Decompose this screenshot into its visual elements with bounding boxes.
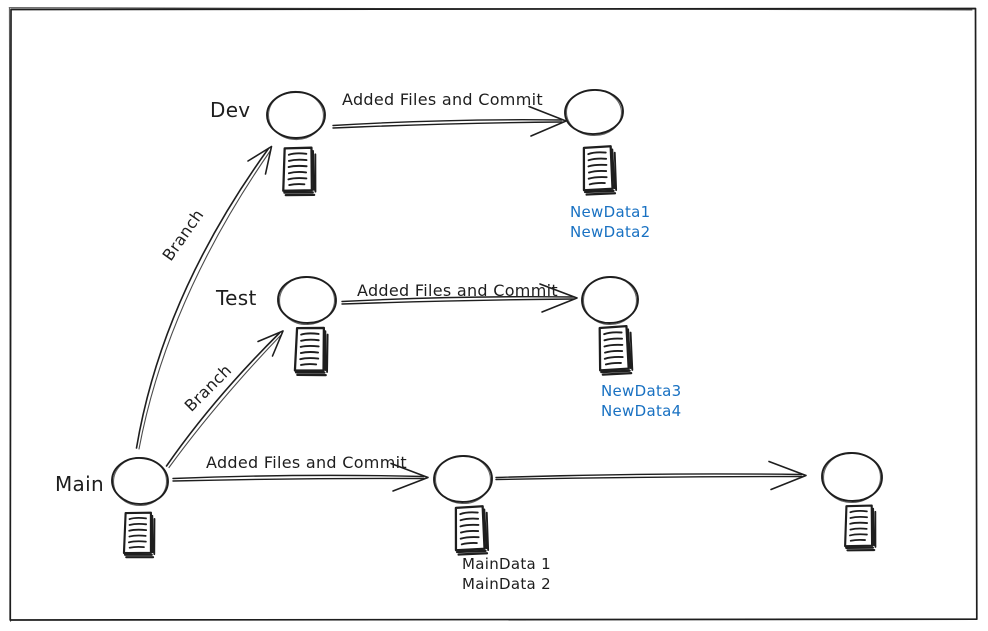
commit-edge-label-test: Added Files and Commit [357,281,558,300]
commit-arrow-test [341,283,578,313]
canvas-border [8,7,978,622]
data-file-line: NewData2 [570,223,651,241]
commit-node-dev-1 [266,90,326,141]
commit-node-main-2 [433,454,493,505]
commit-edge-label-dev: Added Files and Commit [342,90,543,109]
data-files-label-main: MainData 1 MainData 2 [462,554,551,594]
commit-arrow-main-1 [172,462,429,492]
data-file-line: MainData 1 [462,555,551,573]
commit-arrow-dev [332,105,567,137]
branch-name-test: Test [216,286,257,310]
branch-arrow-main-to-dev [135,145,273,450]
branch-name-dev: Dev [210,98,251,122]
commit-node-test-2 [581,275,639,326]
files-icon [122,510,157,560]
data-file-line: NewData1 [570,203,651,221]
data-file-line: NewData3 [601,382,682,400]
branch-arrow-main-to-test [165,330,284,469]
branch-name-main: Main [55,472,104,496]
commit-node-dev-2 [564,88,624,137]
commit-node-main-3 [821,451,883,504]
commit-arrow-main-2 [495,460,807,491]
files-icon [843,503,878,552]
files-icon [293,325,330,378]
data-files-label-test: NewData3 NewData4 [601,381,681,421]
data-files-label-dev: NewData1 NewData2 [570,202,650,242]
data-file-line: NewData4 [601,402,682,420]
commit-node-main-1 [111,456,169,507]
commit-edge-label-main: Added Files and Commit [206,453,407,472]
files-icon [597,324,634,376]
files-icon [282,146,318,197]
data-file-line: MainData 2 [462,575,551,593]
files-icon [454,505,490,556]
files-icon [582,145,618,196]
commit-node-test-1 [277,275,337,326]
